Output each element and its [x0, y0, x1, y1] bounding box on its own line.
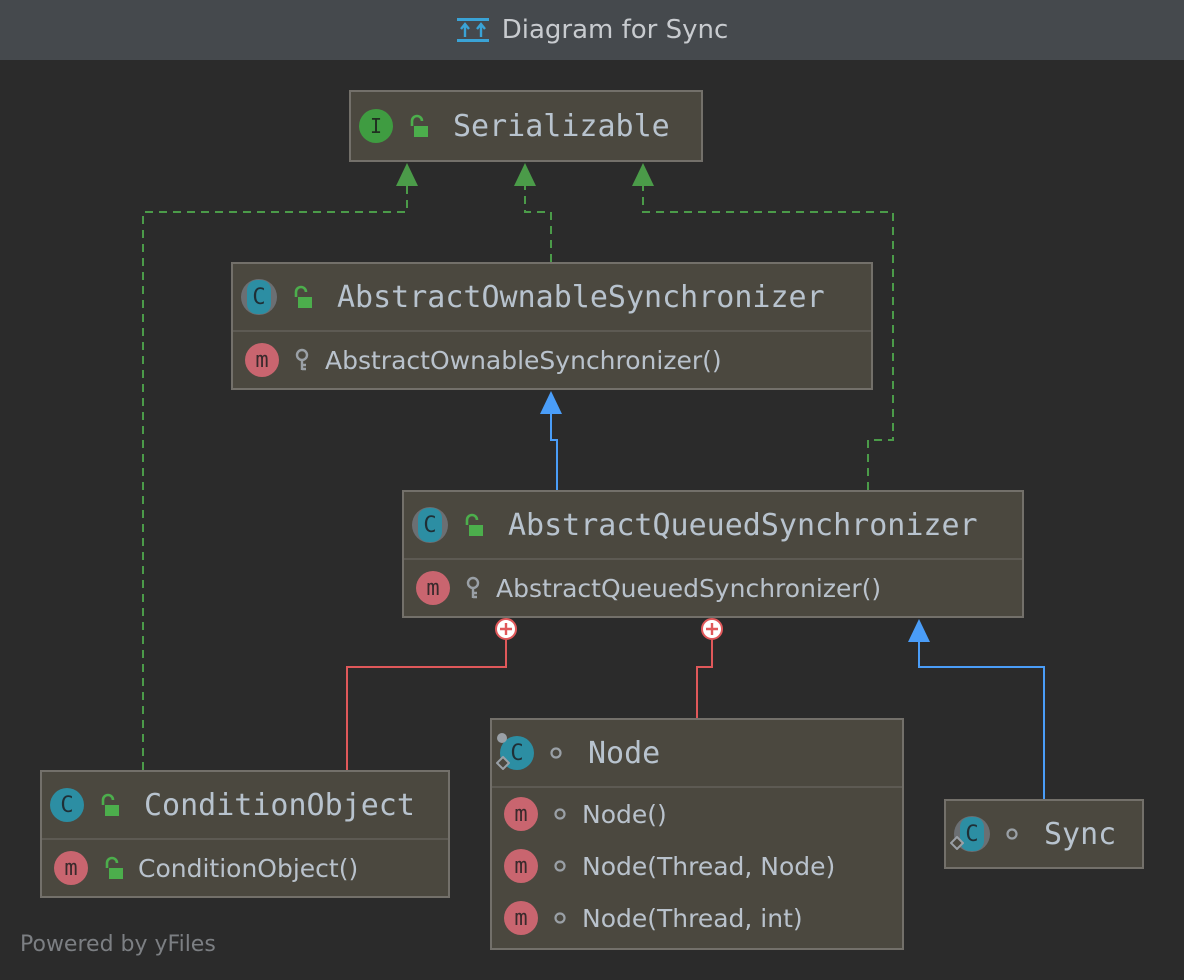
edge-aqs-implements-serializable [642, 186, 894, 490]
package-private-icon [554, 912, 566, 924]
member-text: AbstractOwnableSynchronizer() [325, 345, 722, 375]
inner-marker-node [701, 618, 723, 640]
node-name: Sync [1044, 816, 1117, 852]
protected-key-icon [466, 576, 480, 599]
member-row[interactable]: m ConditionObject() [42, 840, 448, 896]
node-name: ConditionObject [144, 787, 415, 823]
arrowhead-serializable-2 [514, 163, 536, 186]
interface-icon: I [359, 109, 393, 143]
method-icon: m [245, 343, 279, 377]
class-icon: C [50, 788, 84, 822]
arrowhead-aos [540, 391, 562, 414]
abstract-static-class-icon: C [950, 816, 990, 852]
member-text: Node(Thread, Node) [582, 851, 836, 881]
member-text: Node(Thread, int) [582, 903, 803, 933]
separator [233, 330, 871, 332]
diagram-icon [456, 18, 489, 42]
public-lock-icon [465, 513, 483, 536]
node-node[interactable]: C Node m Node() m Node(Thread, Node) m N… [490, 718, 904, 950]
node-name: AbstractOwnableSynchronizer [337, 279, 825, 315]
separator [42, 838, 448, 840]
public-lock-icon [105, 856, 123, 879]
node-abstract-ownable-synchronizer[interactable]: C AbstractOwnableSynchronizer m Abstract… [231, 262, 873, 390]
public-lock-icon [101, 793, 119, 816]
package-private-icon [550, 747, 562, 759]
abstract-class-icon: C [412, 507, 448, 543]
public-lock-icon [294, 285, 312, 308]
protected-key-icon [295, 348, 309, 371]
node-name: AbstractQueuedSynchronizer [508, 507, 978, 543]
edge-sync-extends-aqs [918, 642, 1045, 799]
public-lock-icon [410, 114, 428, 137]
node-serializable[interactable]: I Serializable [349, 90, 703, 162]
window-title: Diagram for Sync [501, 15, 729, 45]
member-row[interactable]: m Node(Thread, Node) [492, 840, 902, 892]
edge-aqs-extends-aos [550, 414, 558, 490]
member-row[interactable]: m Node() [492, 788, 902, 840]
method-icon: m [504, 797, 538, 831]
node-name: Serializable [453, 108, 670, 144]
member-row[interactable]: m AbstractQueuedSynchronizer() [404, 560, 1022, 616]
edge-condition-inner-of-aqs [346, 640, 507, 770]
arrowhead-serializable-1 [396, 163, 418, 186]
member-row[interactable]: m Node(Thread, int) [492, 892, 902, 944]
separator [404, 558, 1022, 560]
powered-by-footer: Powered by yFiles [20, 932, 216, 957]
abstract-class-icon: C [241, 279, 277, 315]
member-row[interactable]: m AbstractOwnableSynchronizer() [233, 332, 871, 388]
method-icon: m [416, 571, 450, 605]
inner-marker-condition [495, 618, 517, 640]
member-text: Node() [582, 799, 667, 829]
method-icon: m [54, 851, 88, 885]
package-private-icon [554, 860, 566, 872]
arrowhead-aqs-sync [908, 619, 930, 642]
method-icon: m [504, 849, 538, 883]
package-private-icon [554, 808, 566, 820]
method-icon: m [504, 901, 538, 935]
title-bar: Diagram for Sync [0, 0, 1184, 60]
separator [492, 786, 902, 788]
node-condition-object[interactable]: C ConditionObject m ConditionObject() [40, 770, 450, 898]
node-abstract-queued-synchronizer[interactable]: C AbstractQueuedSynchronizer m AbstractQ… [402, 490, 1024, 618]
edge-condition-implements-serializable [142, 186, 408, 770]
package-private-icon [1006, 828, 1018, 840]
arrowhead-serializable-3 [632, 163, 654, 186]
edge-aos-implements-serializable [524, 186, 552, 262]
member-text: AbstractQueuedSynchronizer() [496, 573, 882, 603]
node-sync[interactable]: C Sync [944, 799, 1144, 869]
static-final-class-icon: C [496, 733, 534, 770]
node-name: Node [588, 735, 661, 771]
edge-node-inner-of-aqs [696, 640, 713, 718]
member-text: ConditionObject() [138, 853, 359, 883]
